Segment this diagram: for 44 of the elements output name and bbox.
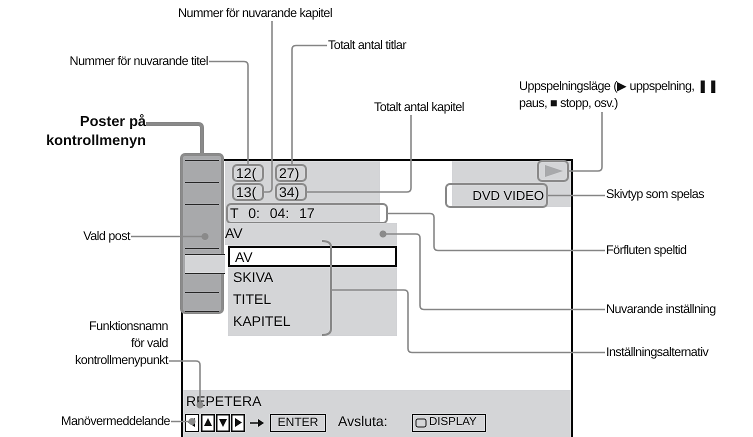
callout-text: Skivtyp som spelas (606, 187, 704, 202)
leader-line (264, 21, 273, 193)
leader-line (171, 418, 196, 425)
exit-label: Avsluta: (338, 413, 389, 431)
callout-text: Totalt antal titlar (328, 38, 406, 53)
screen-readout: 12( (232, 164, 264, 182)
screen-readout: DVD VIDEO (445, 183, 548, 208)
selected-menu-item (185, 254, 225, 274)
options-list (228, 245, 397, 336)
leader-line (380, 230, 605, 310)
display-key: DISPLAY (412, 414, 486, 432)
callout-heading: Poster på kontrollmenyn (42, 113, 146, 153)
leader-line (307, 115, 412, 193)
callout-text: Funktionsnamn för vald kontrollmenypunkt (74, 318, 168, 370)
callout-text: Nummer för nuvarande kapitel (178, 6, 332, 21)
callout-text: Totalt antal kapitel (374, 100, 464, 115)
screen-readout: 34) (275, 183, 307, 201)
callout-text: Vald post (83, 229, 130, 244)
option-text: SKIVA (232, 268, 274, 287)
leader-line (331, 289, 605, 354)
leader-line (291, 44, 327, 164)
callout-text: Manövermeddelande (61, 414, 170, 429)
highlighted-option: AV (228, 246, 397, 267)
current-setting-row: AV (225, 223, 397, 245)
callout-text: Inställningsalternativ (606, 345, 708, 360)
leader-line (548, 194, 605, 196)
option-text: KAPITEL (232, 312, 292, 331)
leader-line (131, 233, 208, 240)
callout-text: Förfluten speltid (606, 243, 686, 258)
control-menu-bar (180, 153, 224, 314)
callout-text: Nuvarande inställning (606, 302, 716, 317)
screen-readout: 27) (275, 164, 307, 182)
option-text: TITEL (232, 290, 272, 309)
screen-text: REPETERA (186, 393, 306, 411)
play-mode-indicator (537, 160, 569, 182)
leader-line (388, 212, 605, 252)
key-label: ENTER (270, 414, 326, 432)
leader-line (169, 360, 204, 408)
callout-text: Nummer för nuvarande titel (70, 54, 208, 69)
screen-readout: 13( (232, 183, 264, 201)
leader-line (209, 60, 249, 164)
callout-text: Uppspelningsläge (▶ uppspelning, ❚❚ paus, ■ stopp, osv.) (519, 78, 731, 112)
leader-line (146, 122, 204, 153)
leader-line (569, 112, 603, 172)
